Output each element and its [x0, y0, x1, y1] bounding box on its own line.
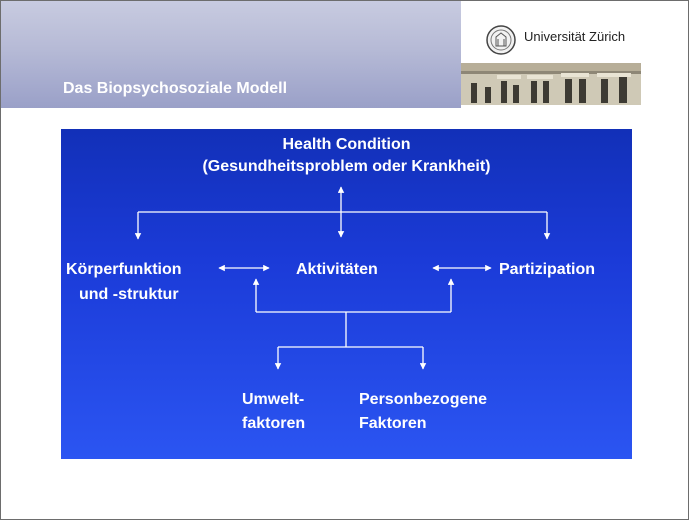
personal-factors-label-line1: Personbezogene: [359, 391, 488, 408]
participation-label: Partizipation: [499, 261, 596, 278]
university-name: Universität Zürich: [524, 29, 626, 44]
university-building-image: [461, 63, 641, 105]
body-function-label: Körperfunktion: [66, 261, 182, 278]
personal-factors-label-line2: Faktoren: [359, 415, 427, 432]
university-seal-icon: [486, 25, 516, 55]
diagram-connectors: [134, 186, 551, 370]
body-structure-label: und -struktur: [79, 286, 179, 303]
health-condition-subtitle: (Gesundheitsproblem oder Krankheit): [202, 158, 491, 175]
environmental-factors-label-line1: Umwelt-: [242, 391, 305, 408]
header-band: [1, 1, 461, 108]
health-condition-label: Health Condition: [282, 136, 411, 153]
slide-title: Das Biopsychosoziale Modell: [63, 80, 288, 97]
environmental-factors-label-line2: faktoren: [242, 415, 306, 432]
activities-label: Aktivitäten: [296, 261, 378, 278]
biopsychosocial-diagram: Health Condition (Gesundheitsproblem ode…: [61, 129, 632, 459]
